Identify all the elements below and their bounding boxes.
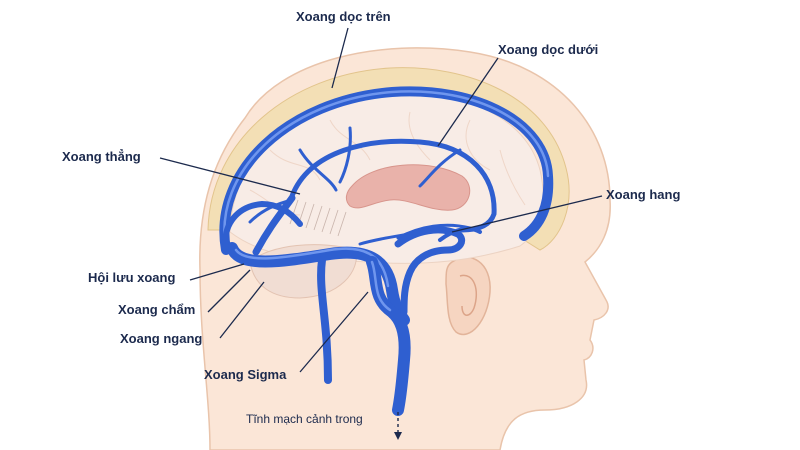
transverse-sinus: [226, 242, 410, 326]
leader-superior-sagittal: [331, 27, 349, 89]
straight-sinus-hatching: [289, 199, 347, 237]
leader-transverse: [219, 281, 265, 339]
leader-cavernous: [451, 195, 603, 233]
label-internal-jugular-vein: Tĩnh mạch cảnh trong: [246, 412, 363, 426]
leader-confluence: [189, 263, 245, 281]
corpus-callosum: [345, 164, 471, 211]
label-occipital-sinus: Xoang chẩm: [118, 302, 196, 317]
label-superior-sagittal-sinus: Xoang dọc trên: [296, 9, 391, 24]
ear-inner: [459, 274, 478, 316]
label-cavernous-sinus: Xoang hang: [606, 187, 681, 202]
leader-lines: [159, 27, 603, 373]
leader-sigmoid: [299, 291, 369, 373]
jugular-arrow: [394, 412, 402, 440]
ear: [445, 256, 491, 335]
label-confluence-of-sinuses: Hội lưu xoang: [88, 270, 176, 285]
leader-straight: [159, 157, 301, 195]
label-straight-sinus: Xoang thẳng: [62, 149, 141, 164]
leader-inferior-sagittal: [437, 57, 499, 147]
leader-occipital: [207, 269, 251, 313]
label-transverse-sinus: Xoang ngang: [120, 331, 203, 346]
label-sigmoid-sinus: Xoang Sigma: [204, 367, 287, 382]
label-inferior-sagittal-sinus: Xoang dọc dưới: [498, 42, 599, 57]
venous-sinuses: [219, 86, 554, 416]
cavernous-sinus: [394, 226, 466, 316]
occipital-sinus: [222, 201, 303, 253]
vertical-vein-left: [317, 256, 332, 384]
